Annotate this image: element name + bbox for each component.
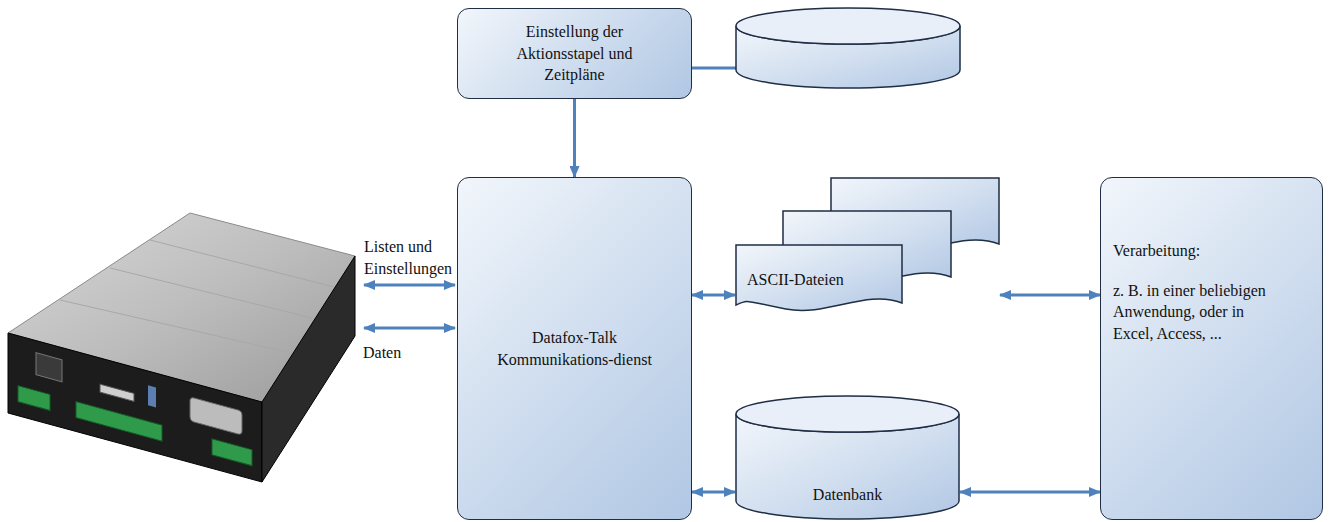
- file-stack: ASCII-Dateien: [735, 177, 1000, 317]
- terminal-block: [212, 439, 252, 466]
- cylinder-top: [736, 8, 960, 44]
- flow-arrow: [692, 491, 735, 494]
- terminal-block: [18, 386, 50, 411]
- flow-arrow: [1000, 294, 1100, 297]
- card-slot: [100, 384, 134, 401]
- switch: [148, 385, 156, 407]
- device-photo: [8, 213, 355, 482]
- box-text: Datafox-Talk Kommunikations-dienst: [487, 327, 662, 370]
- device-side: [262, 256, 355, 482]
- rj45-port: [36, 353, 62, 382]
- processing-box: Verarbeitung: z. B. in einer beliebigen A…: [1100, 177, 1323, 520]
- settings-box: Einstellung der Aktionsstapel und Zeitpl…: [457, 8, 692, 99]
- terminal-block: [76, 402, 162, 442]
- device-link-arrow: [364, 284, 455, 287]
- service-box: Datafox-Talk Kommunikations-dienst: [457, 177, 692, 520]
- storage-cylinder: [736, 8, 960, 88]
- storage-link-line: [692, 67, 736, 70]
- document-sheet: [736, 245, 902, 310]
- flow-arrow: [573, 99, 576, 177]
- box-text: Datenbank: [813, 484, 882, 506]
- link-label: Listen und Einstellungen: [364, 236, 452, 279]
- database-cylinder: Datenbank: [735, 395, 960, 520]
- box-text: ASCII-Dateien: [747, 269, 844, 291]
- device-ports: [18, 348, 252, 466]
- device-link-arrow: [364, 327, 455, 330]
- link-label: Daten: [363, 342, 401, 364]
- cylinder-top: [736, 396, 959, 432]
- box-text: z. B. in einer beliebigen Anwendung, ode…: [1113, 280, 1268, 345]
- device-groove: [60, 300, 300, 355]
- device-groove: [150, 240, 338, 288]
- file-stack-outline: [735, 177, 1000, 317]
- device-front: [8, 333, 262, 482]
- sub-d-connector: [190, 397, 242, 435]
- box-heading: Verarbeitung:: [1113, 240, 1308, 262]
- flow-arrow: [692, 294, 735, 297]
- box-text: Einstellung der Aktionsstapel und Zeitpl…: [500, 21, 650, 86]
- flow-arrow: [960, 491, 1100, 494]
